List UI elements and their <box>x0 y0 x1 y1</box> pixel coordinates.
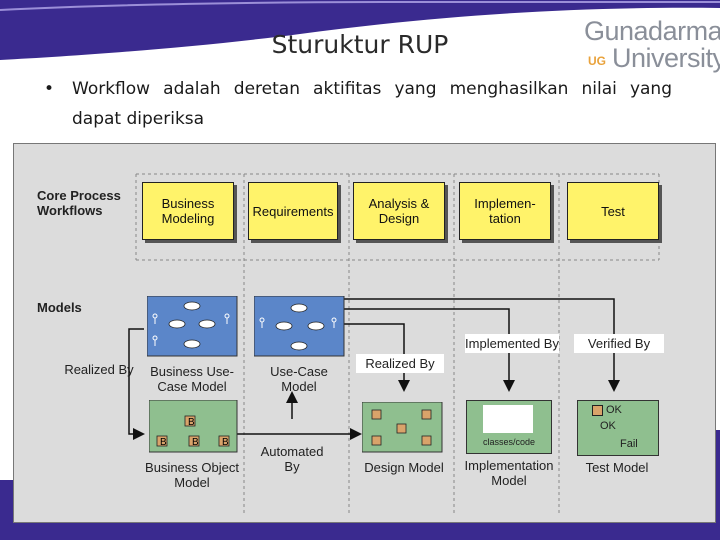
callout-implemented-by: Implemented By <box>465 334 559 353</box>
bullet-line2: dapat diperiksa <box>72 109 205 129</box>
code-sheet-icon <box>483 405 533 433</box>
label-ok-2: OK <box>600 420 616 432</box>
label-design-model: Design Model <box>364 460 444 475</box>
callout-verified-by: Verified By <box>574 334 664 353</box>
svg-text:B: B <box>192 437 199 448</box>
business-use-case-model-icon <box>147 296 238 357</box>
label-classes-code: classes/code <box>482 437 536 447</box>
label-business-object-model: Business Object Model <box>145 460 239 490</box>
implementation-model-box: classes/code <box>466 400 552 454</box>
bullet-line1: Workflow adalah deretan aktifitas yang m… <box>72 79 672 99</box>
label-use-case-model: Use-Case Model <box>270 364 328 394</box>
slide-title: Sturuktur RUP <box>271 30 449 59</box>
section-label-workflows: Core Process Workflows <box>37 188 121 218</box>
label-ok-1: OK <box>606 404 622 416</box>
design-model-icon <box>362 402 443 453</box>
test-check-icon <box>592 405 603 416</box>
callout-realized-by: Realized By <box>356 354 444 373</box>
test-model-box: OK OK Fail <box>577 400 659 456</box>
logo-line2: University <box>612 43 720 73</box>
svg-text:B: B <box>222 437 229 448</box>
logo-line1: Gunadarma <box>584 16 720 46</box>
label-implementation-model: Implementation Model <box>464 458 554 488</box>
label-realized-by-left: Realized By <box>64 362 134 377</box>
svg-text:B: B <box>188 417 195 428</box>
rup-diagram: Core Process Workflows Models Business M… <box>13 143 716 523</box>
workflow-test: Test <box>567 182 659 240</box>
bullet-dot-icon: • <box>44 79 55 99</box>
workflow-requirements: Requirements <box>248 182 338 240</box>
label-business-use-case-model: Business Use-Case Model <box>150 364 234 394</box>
university-logo: Gunadarma UG University <box>584 16 720 73</box>
label-automated-by: Automated By <box>260 444 324 474</box>
label-fail: Fail <box>620 438 638 450</box>
use-case-model-icon <box>254 296 345 357</box>
workflow-analysis-design: Analysis & Design <box>353 182 445 240</box>
logo-badge: UG <box>588 54 606 68</box>
header-wave <box>0 0 720 60</box>
section-label-models: Models <box>37 300 82 315</box>
label-test-model: Test Model <box>585 460 649 475</box>
svg-text:B: B <box>160 437 167 448</box>
workflow-business-modeling: Business Modeling <box>142 182 234 240</box>
workflow-implementation: Implemen-tation <box>459 182 551 240</box>
